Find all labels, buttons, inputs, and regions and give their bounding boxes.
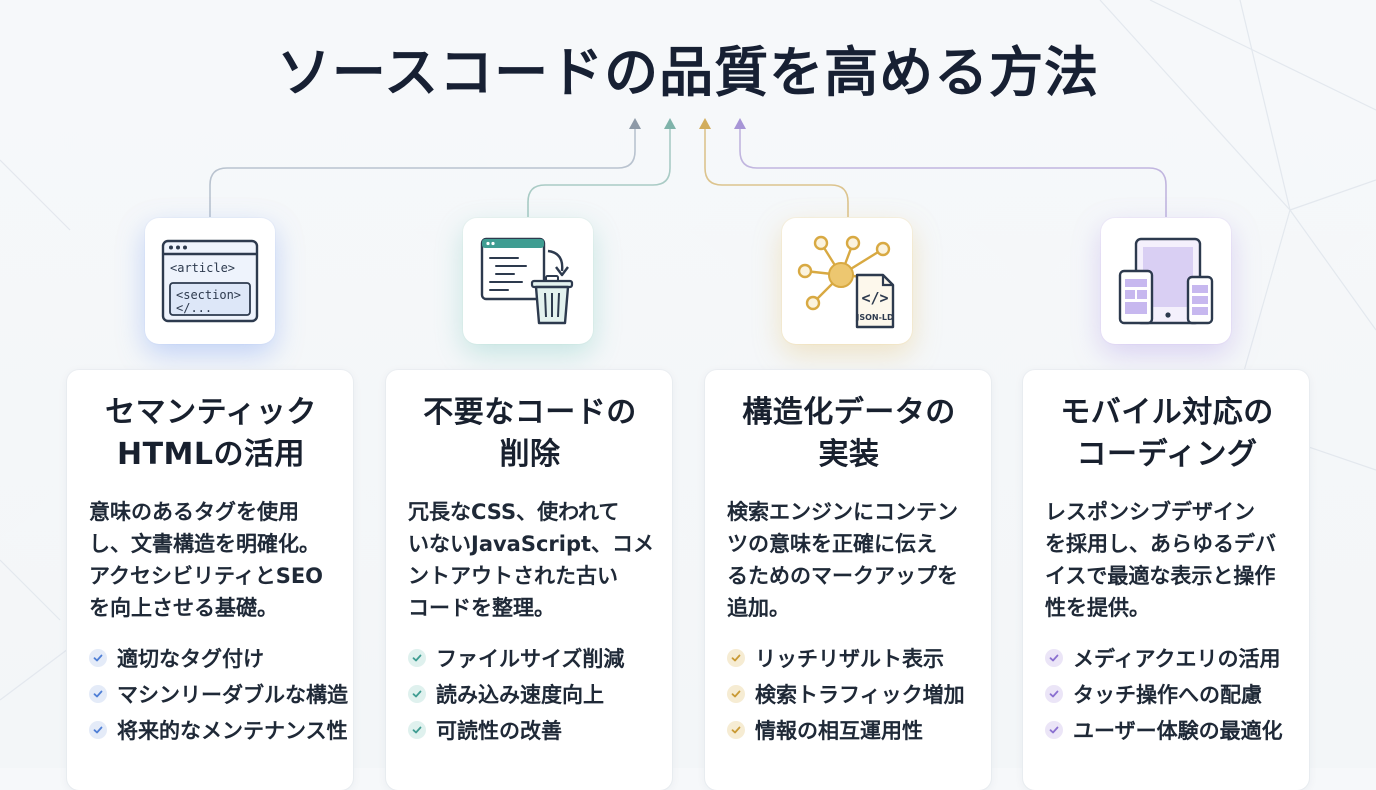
list-item: 読み込み速度向上 [408,676,652,712]
arrowhead-1 [629,118,641,129]
card-title: モバイル対応の コーディング [1060,395,1274,472]
icon-tag-section: <section> [176,288,241,302]
connector-2 [527,128,671,218]
connector-1 [209,128,636,218]
check-icon [1045,649,1063,667]
list-item: 将来的なメンテナンス性 [89,712,348,748]
check-icon [727,721,745,739]
connector-4 [739,128,1167,218]
card-description: 意味のあるタグを使用 し、文書構造を明確化。 アクセシビリティとSEO を向上さ… [89,500,324,620]
structured-data-icon: </> JSON-LD [797,235,895,329]
check-icon [408,721,426,739]
mobile-coding-icon-box [1101,218,1231,344]
check-icon [727,685,745,703]
card-title: 構造化データの 実装 [742,395,956,472]
arrowhead-3 [699,118,711,129]
page-title: ソースコードの品質を高める方法 [276,41,1100,104]
list-item: 検索トラフィック増加 [727,676,971,712]
icon-tag-article: <article> [170,261,235,275]
check-icon [1045,721,1063,739]
check-icon [727,649,745,667]
list-item: タッチ操作への配慮 [1045,676,1289,712]
list-item: 適切なタグ付け [89,640,333,676]
card-mobile-coding: モバイル対応の コーディング レスポンシブデザイン を採用し、あらゆるデバ イス… [1023,370,1309,790]
check-icon [408,649,426,667]
benefit-list: メディアクエリの活用 タッチ操作への配慮 ユーザー体験の最適化 [1045,640,1289,748]
arrowhead-2 [664,118,676,129]
card-remove-unused-code: 不要なコードの 削除 冗長なCSS、使われて いないJavaScript、コメ … [386,370,672,790]
icon-tag-close: </... [176,301,212,315]
benefit-list: 適切なタグ付け マシンリーダブルな構造 将来的なメンテナンス性 [89,640,348,748]
remove-code-icon-box [463,218,593,344]
card-structured-data: 構造化データの 実装 検索エンジンにコンテン ツの意味を正確に伝え るためのマー… [705,370,991,790]
list-item: ユーザー体験の最適化 [1045,712,1289,748]
responsive-devices-icon [1118,237,1214,325]
card-description: 検索エンジンにコンテン ツの意味を正確に伝え るためのマークアップを 追加。 [727,500,958,620]
arrowhead-4 [734,118,746,129]
list-item: マシンリーダブルな構造 [89,676,348,712]
check-icon [1045,685,1063,703]
connector-3 [704,128,849,218]
benefit-list: ファイルサイズ削減 読み込み速度向上 可読性の改善 [408,640,652,748]
svg-text:</>: </> [861,289,888,307]
browser-code-icon: <article> <section> </... [161,239,259,323]
card-title: 不要なコードの 削除 [423,395,637,472]
json-ld-label: JSON-LD [855,313,894,322]
connector-lines [209,118,1167,218]
list-item: ファイルサイズ削減 [408,640,652,676]
structured-data-icon-box: </> JSON-LD [782,218,912,344]
check-icon [89,649,107,667]
semantic-html-icon-box: <article> <section> </... [145,218,275,344]
code-trash-icon [480,237,574,325]
check-icon [89,685,107,703]
list-item: メディアクエリの活用 [1045,640,1289,676]
card-description: 冗長なCSS、使われて いないJavaScript、コメ ントアウトされた古い … [408,500,655,620]
list-item: リッチリザルト表示 [727,640,971,676]
list-item: 可読性の改善 [408,712,652,748]
benefit-list: リッチリザルト表示 検索トラフィック増加 情報の相互運用性 [727,640,971,748]
check-icon [408,685,426,703]
check-icon [89,721,107,739]
list-item: 情報の相互運用性 [727,712,971,748]
card-semantic-html: セマンティック HTMLの活用 意味のあるタグを使用 し、文書構造を明確化。 ア… [67,370,353,790]
card-title: セマンティック HTMLの活用 [105,395,317,472]
card-description: レスポンシブデザイン を採用し、あらゆるデバ イスで最適な表示と操作 性を提供。 [1045,500,1276,620]
